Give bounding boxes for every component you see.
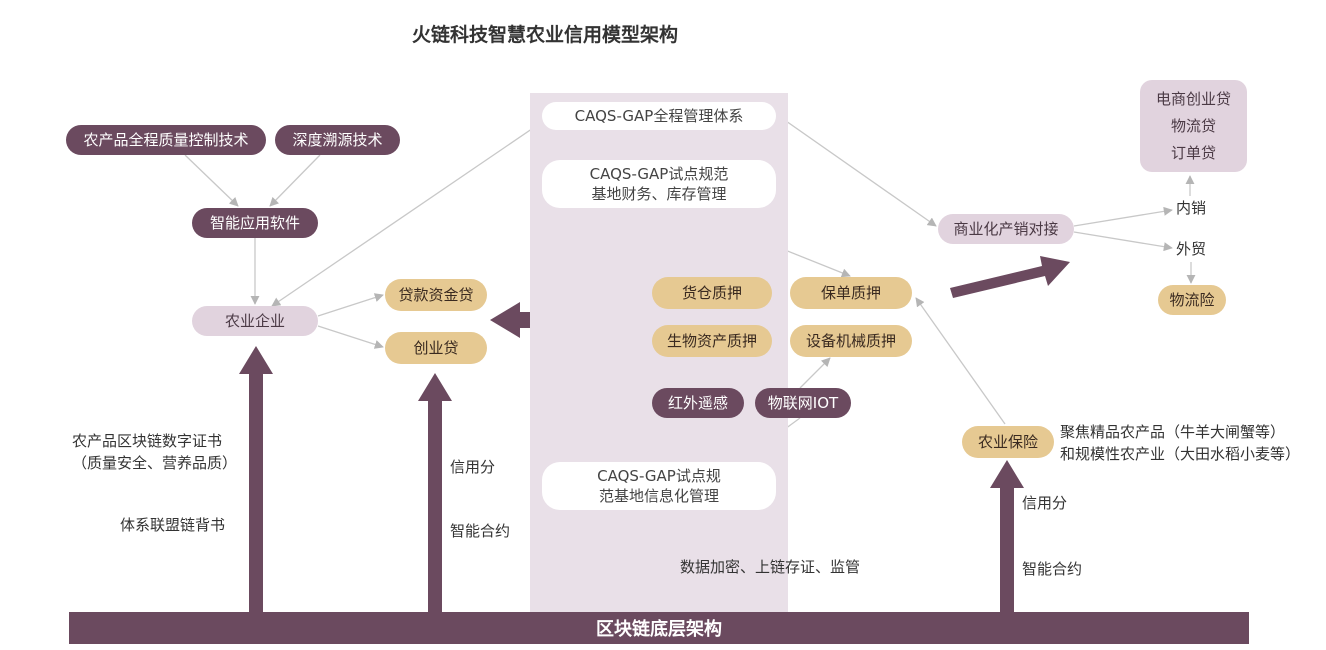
enterprise-to-loanfund-arrow (317, 293, 384, 317)
logistics-insurance-node: 物流险 (1158, 285, 1226, 315)
diagram-title: 火链科技智慧农业信用模型架构 (412, 24, 679, 46)
logistics-loan: 物流贷 (1170, 116, 1216, 135)
trace-to-app-arrow (269, 154, 321, 207)
base-to-startup-arrow (418, 373, 452, 612)
infrared-node: 红外遥感 (652, 388, 744, 418)
trace-tech-node: 深度溯源技术 (275, 125, 400, 155)
agri-insurance-node: 农业保险 (962, 426, 1054, 458)
quality-to-app-arrow (184, 154, 239, 207)
caqs-info-line2: 范基地信息化管理 (598, 487, 719, 505)
base-to-insurance-arrow (990, 460, 1024, 612)
caqs-finance-node: CAQS-GAP试点规范 基地财务、库存管理 (542, 160, 776, 208)
credit-score-label-right: 信用分 (1022, 494, 1068, 512)
credit-score-label-left: 信用分 (450, 458, 496, 476)
data-encryption-label: 数据加密、上链存证、监管 (680, 558, 861, 576)
insurance-to-policy-arrow (915, 297, 1006, 425)
quality-tech-node: 农产品全程质量控制技术 (66, 125, 266, 155)
bio-asset-pledge-node: 生物资产质押 (652, 325, 772, 357)
commerce-match-node: 商业化产销对接 (938, 214, 1074, 244)
focus-label-line1: 聚焦精品农产品（牛羊大闸蟹等） (1060, 423, 1286, 441)
focus-label-line2: 和规模性农产业（大田水稻小麦等） (1060, 445, 1301, 463)
commerce-big-arrow (950, 256, 1070, 298)
equipment-pledge-node: 设备机械质押 (790, 325, 912, 357)
warehouse-pledge-node: 货仓质押 (652, 277, 772, 309)
order-loan: 订单贷 (1170, 143, 1216, 162)
caqs-finance-line1: CAQS-GAP试点规范 (589, 165, 729, 183)
caqs-to-commerce-arrow (775, 113, 937, 227)
smart-app-node: 智能应用软件 (192, 208, 318, 238)
smart-contract-label-left: 智能合约 (450, 522, 511, 540)
foreign-trade-label: 外贸 (1176, 240, 1207, 258)
commerce-to-domestic-arrow (1073, 206, 1173, 227)
caqs-to-enterprise-arrow (271, 121, 543, 307)
blockchain-base-layer: 区块链底层架构 (69, 612, 1249, 644)
certificate-label-line2: （质量安全、营养品质） (72, 454, 238, 472)
smart-contract-label-right: 智能合约 (1022, 560, 1083, 578)
iot-to-equipment-arrow (799, 357, 831, 389)
loan-fund-node: 贷款资金贷 (385, 279, 487, 311)
caqs-info-node: CAQS-GAP试点规 范基地信息化管理 (542, 462, 776, 510)
certificate-label-line1: 农产品区块链数字证书 (72, 432, 223, 450)
alliance-chain-label: 体系联盟链背书 (120, 516, 226, 534)
caqs-info-line1: CAQS-GAP试点规 (597, 467, 721, 485)
base-to-enterprise-arrow (239, 346, 273, 612)
enterprise-to-startup-arrow (317, 325, 384, 349)
agri-enterprise-node: 农业企业 (192, 306, 318, 336)
caqs-finance-line2: 基地财务、库存管理 (591, 185, 727, 203)
iot-node: 物联网IOT (755, 388, 851, 418)
commerce-to-foreign-arrow (1073, 231, 1173, 252)
startup-loan-node: 创业贷 (385, 332, 487, 364)
caqs-system-node: CAQS-GAP全程管理体系 (542, 102, 776, 130)
domestic-sales-label: 内销 (1176, 199, 1207, 217)
loans-node: 电商创业贷 物流贷 订单贷 (1140, 80, 1247, 172)
ecommerce-loan: 电商创业贷 (1155, 89, 1231, 108)
policy-pledge-node: 保单质押 (790, 277, 912, 309)
